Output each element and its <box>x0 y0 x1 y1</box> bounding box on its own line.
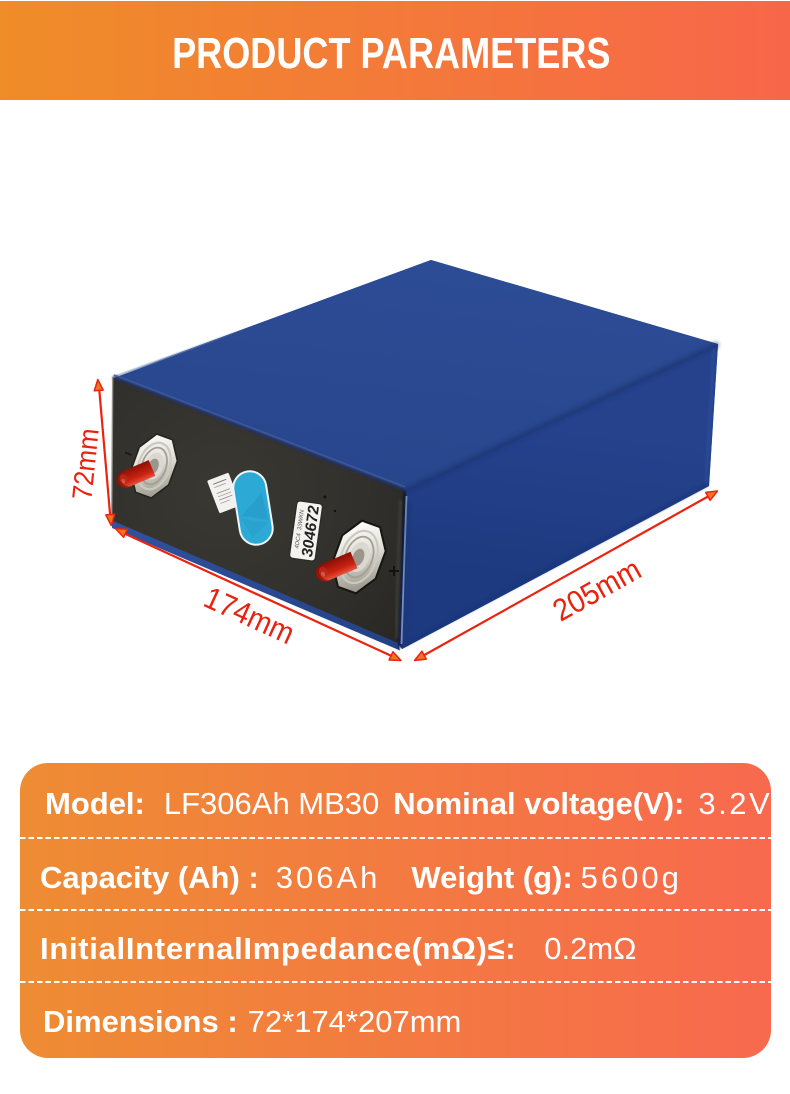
svg-text:304672: 304672 <box>299 503 323 559</box>
svg-text:4DC4 33WKN: 4DC4 33WKN <box>295 509 306 550</box>
svg-text:72mm: 72mm <box>66 427 105 501</box>
